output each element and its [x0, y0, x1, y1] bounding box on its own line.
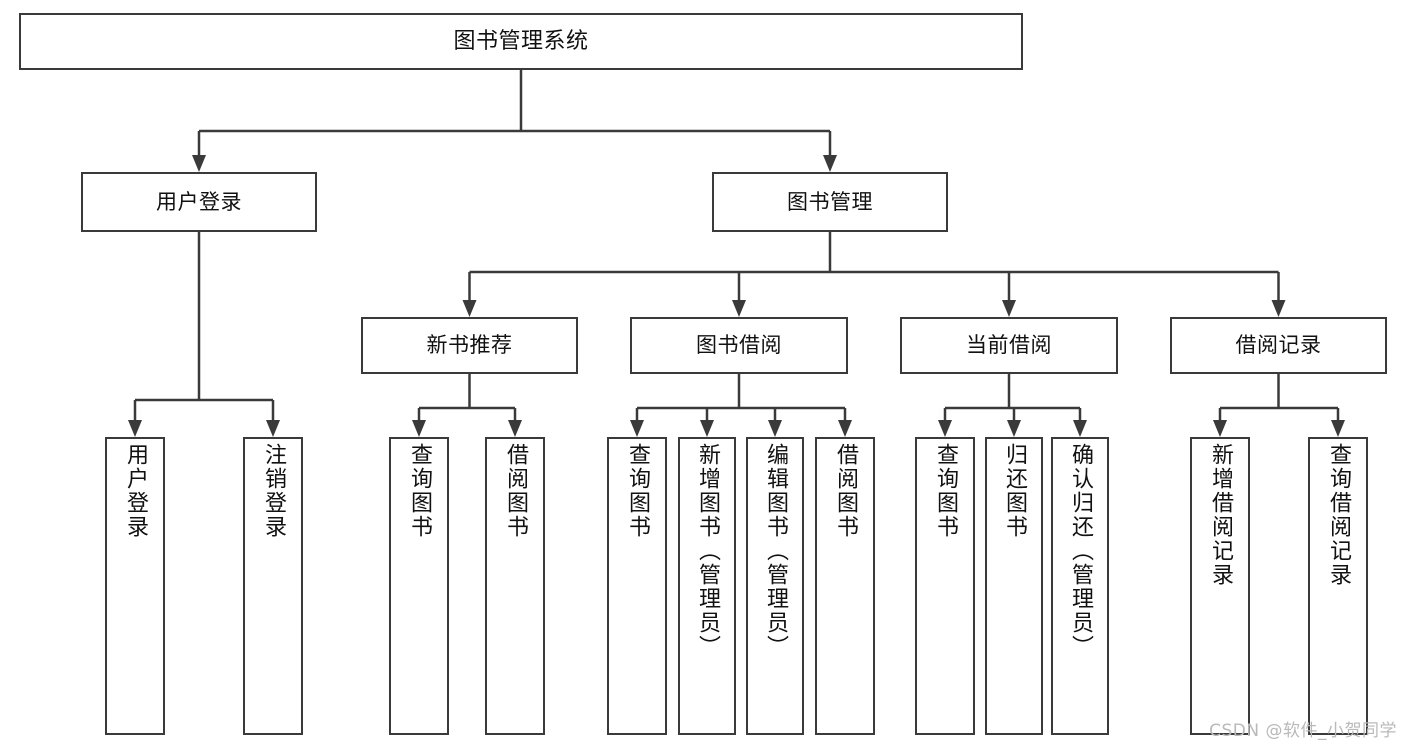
node-label: 新增借阅记录 — [1208, 443, 1233, 587]
node-label: 当前借阅 — [966, 333, 1052, 358]
node-label: 查询图书 — [933, 443, 958, 539]
connector-arrowhead — [266, 420, 280, 437]
node-leaf-user-logout[interactable]: 注销登录 — [243, 437, 303, 735]
node-label: 图书管理 — [787, 189, 873, 214]
node-label: 图书管理系统 — [453, 28, 589, 54]
node-new-book-rec[interactable]: 新书推荐 — [361, 317, 578, 374]
node-label: 确认归还（管理员） — [1068, 443, 1093, 659]
node-label: 新书推荐 — [426, 333, 513, 358]
node-label: 用户登录 — [156, 189, 242, 214]
node-label: 注销登录 — [261, 443, 286, 539]
node-leaf-borrow-book[interactable]: 借阅图书 — [815, 437, 875, 735]
node-label: 借阅记录 — [1235, 333, 1322, 358]
node-leaf-query-book-bor[interactable]: 查询图书 — [607, 437, 667, 735]
watermark-label: CSDN @软件_小贺同学 — [1209, 721, 1397, 741]
connector-arrowhead — [1213, 420, 1227, 437]
connector-arrowhead — [508, 420, 522, 437]
node-label: 用户登录 — [123, 443, 148, 539]
node-book-borrow[interactable]: 图书借阅 — [630, 317, 848, 374]
connector-arrowhead — [732, 300, 746, 317]
node-user-login[interactable]: 用户登录 — [81, 172, 317, 232]
node-leaf-add-record[interactable]: 新增借阅记录 — [1190, 437, 1250, 735]
node-leaf-query-record[interactable]: 查询借阅记录 — [1308, 437, 1368, 735]
node-leaf-return-book[interactable]: 归还图书 — [985, 437, 1043, 735]
node-current-borrow[interactable]: 当前借阅 — [900, 317, 1118, 374]
connector-arrowhead — [412, 420, 426, 437]
node-label: 新增图书（管理员） — [695, 443, 720, 659]
node-root[interactable]: 图书管理系统 — [19, 13, 1023, 70]
node-label: 查询图书 — [625, 443, 650, 539]
node-label: 借阅图书 — [833, 443, 858, 539]
connector-arrowhead — [938, 420, 952, 437]
node-label: 查询借阅记录 — [1326, 443, 1351, 587]
connector-arrowhead — [1007, 420, 1021, 437]
node-leaf-borrow-book-rec[interactable]: 借阅图书 — [485, 437, 545, 735]
connector-arrowhead — [462, 300, 477, 317]
node-leaf-add-book[interactable]: 新增图书（管理员） — [678, 437, 736, 735]
node-leaf-user-login[interactable]: 用户登录 — [105, 437, 165, 735]
connector-arrowhead — [1271, 300, 1286, 317]
connector-arrowhead — [823, 155, 837, 172]
connector-arrowhead — [768, 420, 782, 437]
connector-arrowhead — [1002, 300, 1016, 317]
node-label: 查询图书 — [407, 443, 432, 539]
connector-arrowhead — [838, 420, 852, 437]
connector-arrowhead — [630, 420, 644, 437]
node-borrow-record[interactable]: 借阅记录 — [1170, 317, 1387, 374]
node-leaf-query-book-rec[interactable]: 查询图书 — [389, 437, 449, 735]
connector-arrowhead — [128, 420, 142, 437]
node-leaf-edit-book[interactable]: 编辑图书（管理员） — [746, 437, 804, 735]
node-label: 图书借阅 — [696, 333, 782, 358]
node-book-manage[interactable]: 图书管理 — [712, 172, 948, 232]
node-label: 编辑图书（管理员） — [763, 443, 788, 659]
node-label: 借阅图书 — [503, 443, 528, 539]
connector-arrowhead — [1331, 420, 1345, 437]
connector-arrowhead — [192, 155, 206, 172]
connector-arrowhead — [1073, 420, 1087, 437]
connector-arrowhead — [700, 420, 714, 437]
node-leaf-confirm-return[interactable]: 确认归还（管理员） — [1051, 437, 1109, 735]
node-leaf-query-book-cur[interactable]: 查询图书 — [915, 437, 975, 735]
node-label: 归还图书 — [1002, 443, 1027, 539]
